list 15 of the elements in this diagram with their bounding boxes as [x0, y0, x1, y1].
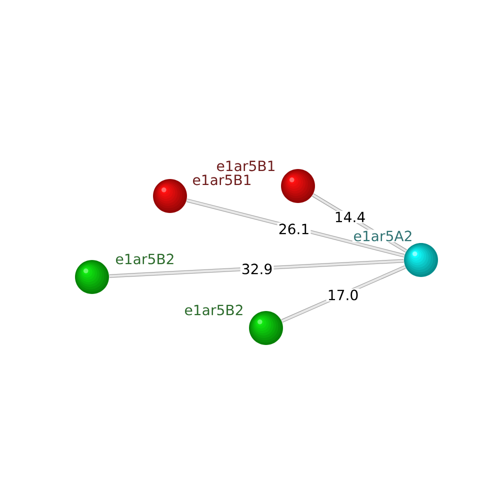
- sphere: [153, 179, 187, 213]
- sphere-label: e1ar5B1: [217, 160, 274, 172]
- sphere-label: e1ar5B2: [185, 304, 242, 316]
- sphere: [404, 243, 438, 277]
- distance-label: 17.0: [326, 288, 360, 302]
- sphere: [249, 311, 283, 345]
- sphere: [75, 260, 109, 294]
- sphere-label: e1ar5A2: [352, 230, 414, 242]
- distance-label: 32.9: [240, 262, 274, 276]
- sphere: [281, 169, 315, 203]
- sphere-label: e1ar5B1: [193, 174, 250, 186]
- distance-label: 14.4: [333, 210, 367, 224]
- sphere-label: e1ar5B2: [116, 254, 174, 264]
- distance-label: 26.1: [277, 222, 311, 236]
- connector-line: [109, 259, 404, 278]
